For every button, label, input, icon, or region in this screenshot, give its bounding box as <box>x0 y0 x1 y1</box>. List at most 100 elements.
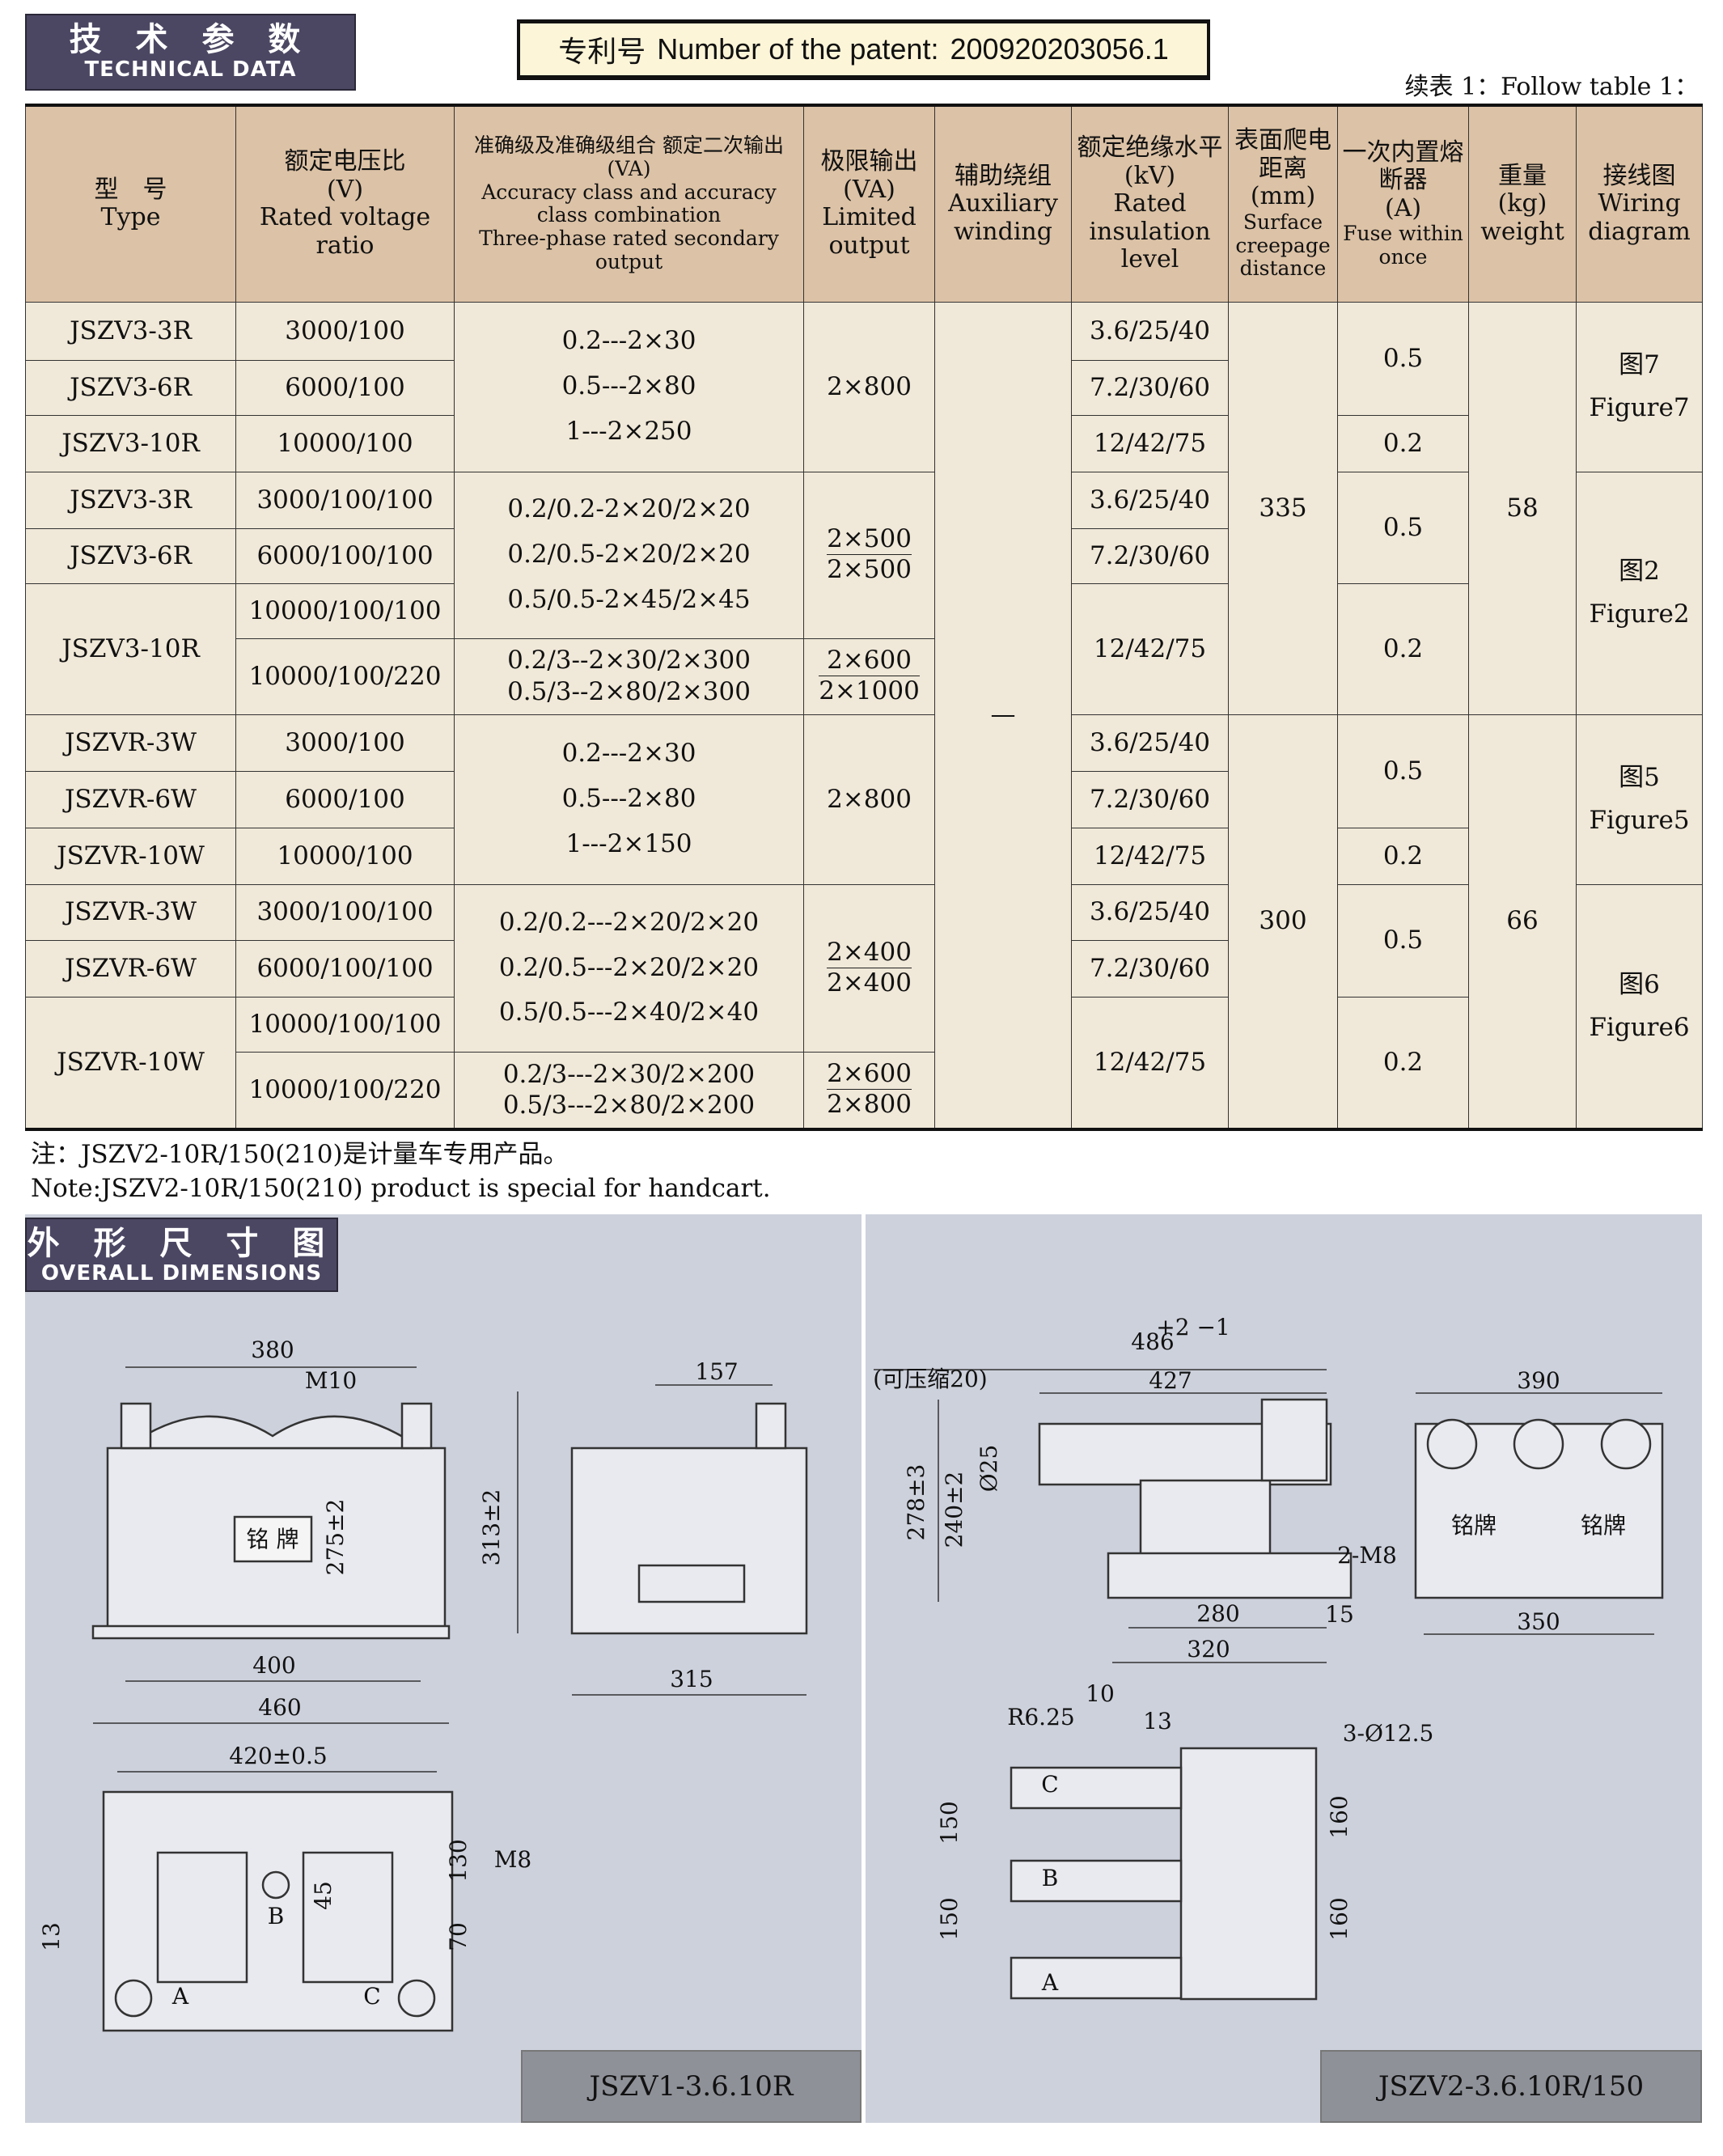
cell-text: 10000/100/100 <box>248 1009 442 1039</box>
dimension-label: 铭 牌 <box>247 1526 299 1552</box>
cell-text: 6000/100 <box>285 784 405 814</box>
dimension-label: B <box>1042 1865 1059 1891</box>
cell-text: 10000/100 <box>277 428 413 458</box>
top-view-body <box>1179 1747 1318 2001</box>
dimension-label: 铭牌 <box>1581 1512 1626 1539</box>
col-insulation: 额定绝缘水平(kV)Rated insulation level <box>1071 104 1229 303</box>
cell-text: JSZV3-3R <box>70 316 192 345</box>
dimension-label: 320 <box>1187 1636 1230 1663</box>
cell-text: JSZV3-3R <box>70 485 192 515</box>
type-cell: JSZV3-3R <box>25 471 236 529</box>
cell-text: 0.5 <box>1382 512 1424 542</box>
cell-line: 0.2/0.2-2×20/2×20 <box>507 494 751 524</box>
limited-output-cell: 2×800 <box>803 714 935 885</box>
fuse-cell: 0.2 <box>1337 996 1469 1130</box>
insulation-cell: 7.2/30/60 <box>1071 770 1229 828</box>
mount-hole-c <box>397 1979 436 2018</box>
cell-text: 3000/100/100 <box>256 897 434 927</box>
phase-b-arm <box>1010 1859 1183 1903</box>
ratio-cell: 6000/100 <box>235 359 455 416</box>
cell-text: JSZVR-10W <box>57 841 205 870</box>
bottom-core-left <box>156 1851 248 1984</box>
cell-text: 0.2 <box>1382 1047 1424 1077</box>
dimension-label: 486 <box>1131 1328 1174 1355</box>
terminal-right <box>400 1402 433 1450</box>
fuse-cell: 0.5 <box>1337 301 1469 416</box>
side-window <box>637 1564 746 1603</box>
cell-text: 10000/100/100 <box>248 595 442 625</box>
type-cell: JSZVR-6W <box>25 939 236 998</box>
cell-line: 0.2/3---2×30/2×200 <box>502 1059 756 1089</box>
cell-text: 7.2/30/60 <box>1089 953 1211 983</box>
dimension-label: A <box>171 1983 189 2010</box>
front-view-base <box>91 1624 451 1640</box>
insulation-cell: 7.2/30/60 <box>1071 939 1229 998</box>
dimension-label: Ø25 <box>976 1445 1002 1493</box>
phase-c-arm <box>1010 1766 1183 1810</box>
rv-base <box>1107 1552 1353 1599</box>
patent-number: 200920203056.1 <box>950 32 1169 66</box>
dimension-label: 350 <box>1517 1608 1560 1635</box>
dimension-label: 13 <box>38 1922 65 1951</box>
insulation-cell: 7.2/30/60 <box>1071 359 1229 416</box>
fuse-cell: 0.2 <box>1337 827 1469 885</box>
type-cell: JSZVR-10W <box>25 827 236 885</box>
model-label-right: JSZV2-3.6.10R/150 <box>1320 2050 1702 2123</box>
badge-title-zh: 外 形 尺 寸 图 <box>27 1225 337 1262</box>
cell-text: 12/42/75 <box>1093 841 1207 870</box>
auxiliary-cell: — <box>934 301 1072 1130</box>
dimension-label: (可压缩20) <box>873 1366 987 1392</box>
cell-text: 0.5 <box>1382 926 1424 955</box>
dimension-label: C <box>1041 1771 1058 1798</box>
cell-text: JSZVR-6W <box>65 784 197 814</box>
ratio-cell: 6000/100/100 <box>235 527 455 584</box>
dimension-label: M8 <box>494 1846 531 1873</box>
cell-text: 6000/100 <box>285 372 405 402</box>
type-cell: JSZV3-10R <box>25 582 236 715</box>
col-creepage: 表面爬电距离(mm)Surface creepage distance <box>1228 104 1338 303</box>
nameplate <box>233 1515 313 1563</box>
dimension-label: 427 <box>1149 1367 1192 1394</box>
cell-text: JSZV3-10R <box>61 428 200 458</box>
dimension-label: +2 −1 <box>1156 1314 1230 1341</box>
cell-line: 0.2/0.5-2×20/2×20 <box>507 540 751 570</box>
type-cell: JSZVR-3W <box>25 714 236 772</box>
cell-line: 1---2×150 <box>565 828 692 858</box>
cell-line: 0.2---2×30 <box>561 739 696 769</box>
cell-text: 12/42/75 <box>1093 1047 1207 1077</box>
dimension-label: B <box>268 1903 285 1929</box>
cell-line: 0.5/3--2×80/2×300 <box>507 677 751 706</box>
badge-title-en: TECHNICAL DATA <box>84 57 297 82</box>
col-fuse: 一次内置熔断器(A)Fuse within once <box>1337 104 1469 303</box>
cell-text: 3.6/25/40 <box>1089 727 1211 757</box>
cell-text: 3000/100/100 <box>256 485 434 515</box>
dimension-label: 390 <box>1517 1367 1560 1394</box>
dimension-label: 15 <box>1325 1601 1354 1628</box>
cell-text: 10000/100 <box>277 841 413 870</box>
cell-line: 0.5/0.5---2×40/2×40 <box>498 998 760 1027</box>
dimension-label: 45 <box>310 1881 337 1910</box>
side-view-body <box>570 1447 808 1635</box>
mount-hole-b <box>261 1870 290 1900</box>
type-cell: JSZV3-6R <box>25 527 236 584</box>
col-accuracy: 准确级及准确级组合 额定二次输出 (VA)Accuracy class and … <box>454 104 804 303</box>
rv-head <box>1260 1398 1328 1482</box>
cell-text: JSZV3-6R <box>70 540 192 570</box>
patent-label-zh: 专利号 <box>558 36 646 69</box>
dimension-label: 420±0.5 <box>229 1743 327 1769</box>
fuse-cell: 0.2 <box>1337 414 1469 472</box>
end-bushing-3 <box>1600 1418 1652 1470</box>
